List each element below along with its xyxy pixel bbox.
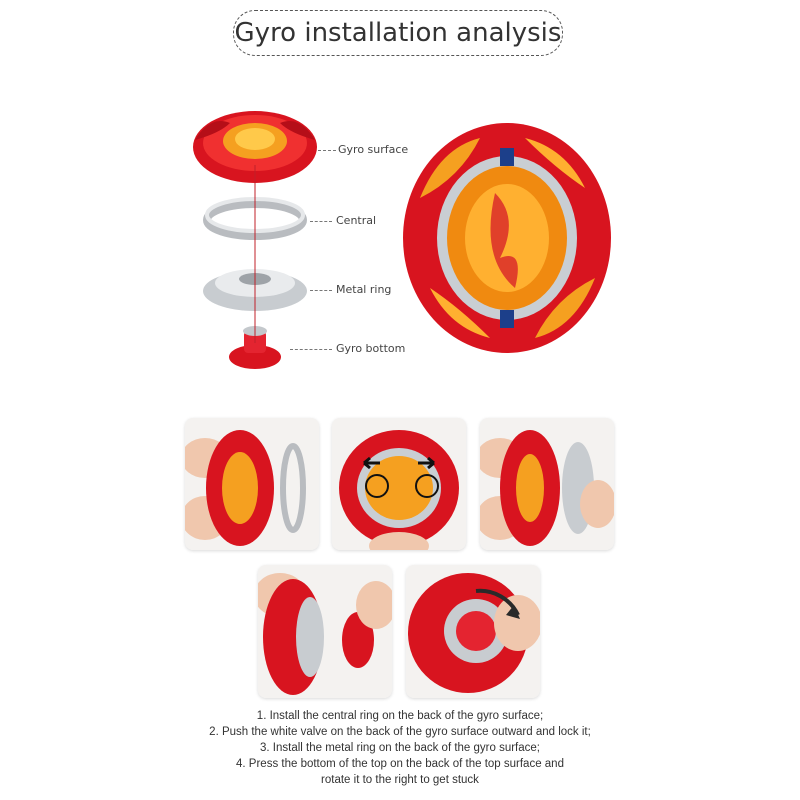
gyro-surface-part — [193, 111, 317, 183]
exploded-diagram: Gyro surface Central Metal ring Gyro bot… — [180, 95, 430, 385]
instruction-step-4-cont: rotate it to the right to get stuck — [321, 774, 479, 786]
instruction-step-3: 3. Install the metal ring on the back of… — [260, 742, 540, 754]
exploded-parts-illustration — [193, 111, 317, 369]
metal-ring-leader — [310, 290, 332, 291]
step-photo-3 — [480, 418, 614, 550]
metal-ring-label: Metal ring — [336, 283, 392, 296]
gyro-surface-leader — [318, 150, 336, 151]
instruction-step-2: 2. Push the white valve on the back of t… — [209, 726, 591, 738]
step-photo-4 — [258, 565, 392, 698]
gyro-bottom-label: Gyro bottom — [336, 342, 406, 355]
central-leader — [310, 221, 332, 222]
step-photo-1 — [185, 418, 319, 550]
instruction-step-4: 4. Press the bottom of the top on the ba… — [236, 758, 564, 770]
page-title: Gyro installation analysis — [233, 10, 563, 56]
instruction-step-1: 1. Install the central ring on the back … — [256, 710, 544, 722]
gyro-surface-label: Gyro surface — [338, 143, 409, 156]
installation-instructions: 1. Install the central ring on the back … — [100, 708, 700, 788]
gyro-top-view-image — [400, 118, 615, 358]
central-label: Central — [336, 214, 377, 227]
step-photo-5 — [406, 565, 540, 698]
gyro-bottom-leader — [290, 349, 332, 350]
step-photo-2 — [332, 418, 466, 550]
